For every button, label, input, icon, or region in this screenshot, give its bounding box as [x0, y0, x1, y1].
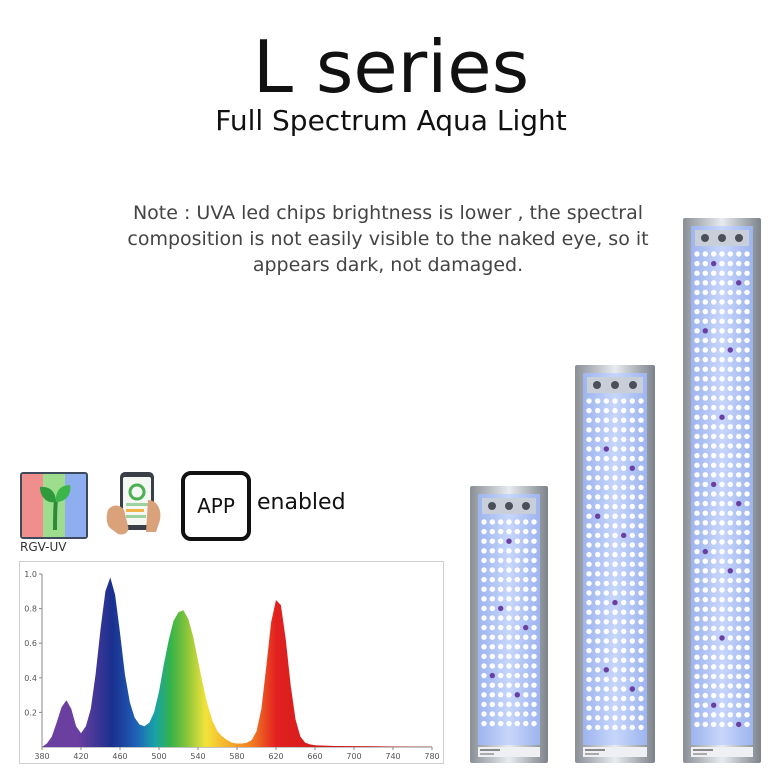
x-tick-label: 700 — [346, 752, 361, 761]
x-tick-label: 380 — [34, 752, 49, 761]
led-lamp-short — [470, 486, 548, 763]
y-tick-label: 1.0 — [24, 570, 37, 579]
spectrum-chart: 380 420 460 500 540 580 620 660 700 740 780 0.2 0.4 0… — [19, 561, 444, 764]
x-tick-label: 780 — [424, 752, 439, 761]
x-tick-label: 420 — [73, 752, 88, 761]
y-tick-label: 0.2 — [24, 708, 37, 717]
y-tick-label: 0.8 — [24, 605, 37, 614]
y-tick-label: 0.4 — [24, 674, 37, 683]
app-enabled-icon: APP — [181, 471, 251, 541]
app-label: APP — [197, 494, 235, 518]
x-tick-label: 540 — [190, 752, 205, 761]
x-tick-label: 660 — [307, 752, 322, 761]
page-title: L series — [252, 25, 530, 109]
led-lamp-medium — [575, 365, 655, 763]
x-tick-label: 460 — [112, 752, 127, 761]
led-lamp-long — [683, 218, 761, 763]
uva-note: Note : UVA led chips brightness is lower… — [127, 202, 649, 276]
y-tick-label: 0.6 — [24, 639, 37, 648]
page-subtitle: Full Spectrum Aqua Light — [215, 104, 567, 137]
spectrum-area — [42, 577, 432, 747]
x-tick-label: 740 — [385, 752, 400, 761]
x-tick-label: 500 — [151, 752, 166, 761]
enabled-label: enabled — [257, 490, 346, 515]
rgv-uv-icon — [20, 472, 88, 539]
x-tick-label: 620 — [268, 752, 283, 761]
rgv-uv-label: RGV-UV — [20, 540, 67, 554]
phone-app-icon — [106, 472, 161, 535]
x-tick-label: 580 — [229, 752, 244, 761]
